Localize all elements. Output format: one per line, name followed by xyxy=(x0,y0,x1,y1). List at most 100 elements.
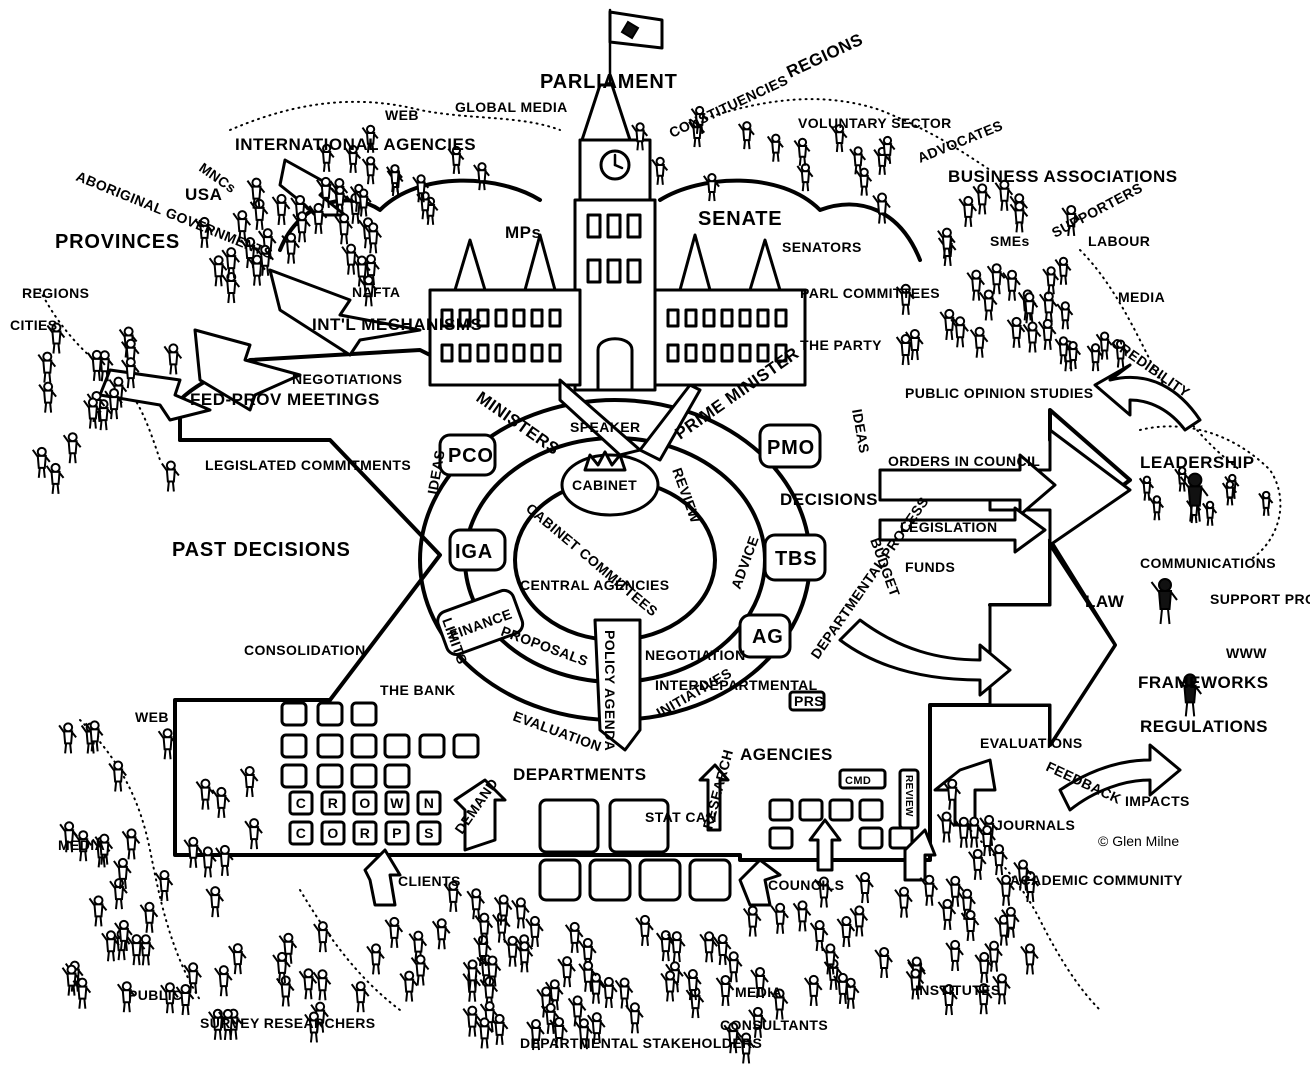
person-figure xyxy=(198,846,217,878)
person-figure xyxy=(939,983,958,1016)
person-figure xyxy=(814,876,833,908)
person-figure xyxy=(945,939,964,972)
person-figure xyxy=(38,381,57,413)
person-figure xyxy=(83,397,102,429)
label-parl-committees: PARL COMMITTEES xyxy=(800,285,940,301)
label-mps: MPs xyxy=(505,223,541,242)
person-figure xyxy=(1258,490,1274,516)
person-figure xyxy=(247,254,266,286)
person-figure xyxy=(874,946,893,979)
departments-grid xyxy=(280,701,937,907)
label-institutes: INSTITUTES xyxy=(915,982,1001,998)
person-figure xyxy=(586,972,605,1004)
person-figure xyxy=(849,146,867,175)
person-figure xyxy=(994,179,1014,211)
label-nafta: NAFTA xyxy=(352,284,400,300)
person-figure xyxy=(723,1022,743,1054)
person-figure xyxy=(331,185,348,214)
label-labour: LABOUR xyxy=(1088,233,1150,249)
person-figure xyxy=(836,915,856,948)
person-figure xyxy=(412,174,430,203)
person-figure xyxy=(574,1018,593,1050)
person-figure xyxy=(587,1012,606,1044)
person-figure xyxy=(792,900,812,932)
label-global-media: GLOBAL MEDIA xyxy=(455,99,568,115)
label-regions-top: REGIONS xyxy=(784,30,866,82)
person-figure xyxy=(1001,906,1020,938)
person-figure xyxy=(793,137,811,166)
person-figure xyxy=(1095,331,1113,360)
label-smes: SMEs xyxy=(990,233,1030,249)
person-figure xyxy=(341,243,360,275)
person-figure xyxy=(895,283,915,315)
person-figure xyxy=(742,905,762,937)
person-figure xyxy=(228,943,247,975)
crown-letter: N xyxy=(424,795,435,811)
person-figure xyxy=(205,886,225,918)
label-interdepartmental: INTERDEPARTMENTAL xyxy=(655,677,818,693)
person-figure xyxy=(1086,343,1104,372)
person-figure xyxy=(84,720,104,752)
person-figure xyxy=(344,144,362,173)
person-figure xyxy=(1042,266,1060,295)
label-business-associations: BUSINESS ASSOCIATIONS xyxy=(948,167,1178,186)
person-figure xyxy=(244,818,263,850)
output-arrows xyxy=(988,428,1132,747)
person-figure xyxy=(1111,339,1129,368)
label-media-right: MEDIA xyxy=(1118,289,1165,305)
person-figure xyxy=(964,816,983,848)
label-research: RESEARCH xyxy=(699,748,736,831)
label-frameworks: FRAMEWORKS xyxy=(1138,673,1269,692)
person-figure xyxy=(830,123,848,153)
label-media-bottom: MEDIA xyxy=(735,984,782,1000)
label-pmo: PMO xyxy=(767,437,815,459)
person-figure xyxy=(939,308,959,341)
parliament-windows xyxy=(440,308,788,363)
person-figure xyxy=(977,825,996,857)
label-ideas-right: IDEAS xyxy=(849,408,873,455)
person-figure xyxy=(683,969,702,1001)
person-figure xyxy=(968,848,987,880)
person-figure xyxy=(969,326,989,358)
person-figure xyxy=(37,351,57,383)
person-figure xyxy=(578,960,597,992)
label-web-left: WEB xyxy=(135,709,169,725)
label-cabinet-committees: CABINET COMMITTEES xyxy=(523,500,661,619)
person-figure xyxy=(599,976,618,1009)
label-proposals: PROPOSALS xyxy=(499,623,590,669)
person-figure xyxy=(462,959,482,991)
person-figure xyxy=(160,982,179,1014)
person-figure xyxy=(489,1013,509,1045)
person-figure xyxy=(46,322,66,354)
person-figure xyxy=(215,844,234,876)
person-figure xyxy=(919,874,939,906)
label-clients: CLIENTS xyxy=(398,873,461,889)
person-figure xyxy=(361,156,379,185)
person-figure xyxy=(833,972,852,1005)
person-figure xyxy=(715,974,735,1007)
person-figure xyxy=(312,969,332,1001)
person-figure xyxy=(493,894,513,926)
label-regulations: REGULATIONS xyxy=(1140,717,1268,736)
label-cities: CITIES xyxy=(10,317,58,333)
decision-arrows xyxy=(838,363,1202,827)
person-figure xyxy=(175,983,195,1016)
person-figure xyxy=(1061,204,1081,237)
person-figure xyxy=(361,124,379,153)
label-media-left: MEDIA xyxy=(58,837,105,853)
person-figure xyxy=(1022,321,1042,353)
label-international-agencies: INTERNATIONAL AGENCIES xyxy=(235,135,476,154)
person-figure xyxy=(232,210,252,242)
label-constituencies: CONSTITUENCIES xyxy=(667,72,791,141)
corps-letter: O xyxy=(327,825,338,841)
person-figure xyxy=(960,909,980,942)
label-public: PUBLIC xyxy=(128,987,183,1003)
person-figure xyxy=(120,357,140,389)
person-figure xyxy=(1179,472,1209,522)
person-figure xyxy=(1013,859,1032,891)
label-pco: PCO xyxy=(448,445,494,467)
person-figure xyxy=(992,973,1011,1005)
person-figure xyxy=(989,844,1008,876)
corps-letter: C xyxy=(296,825,307,841)
